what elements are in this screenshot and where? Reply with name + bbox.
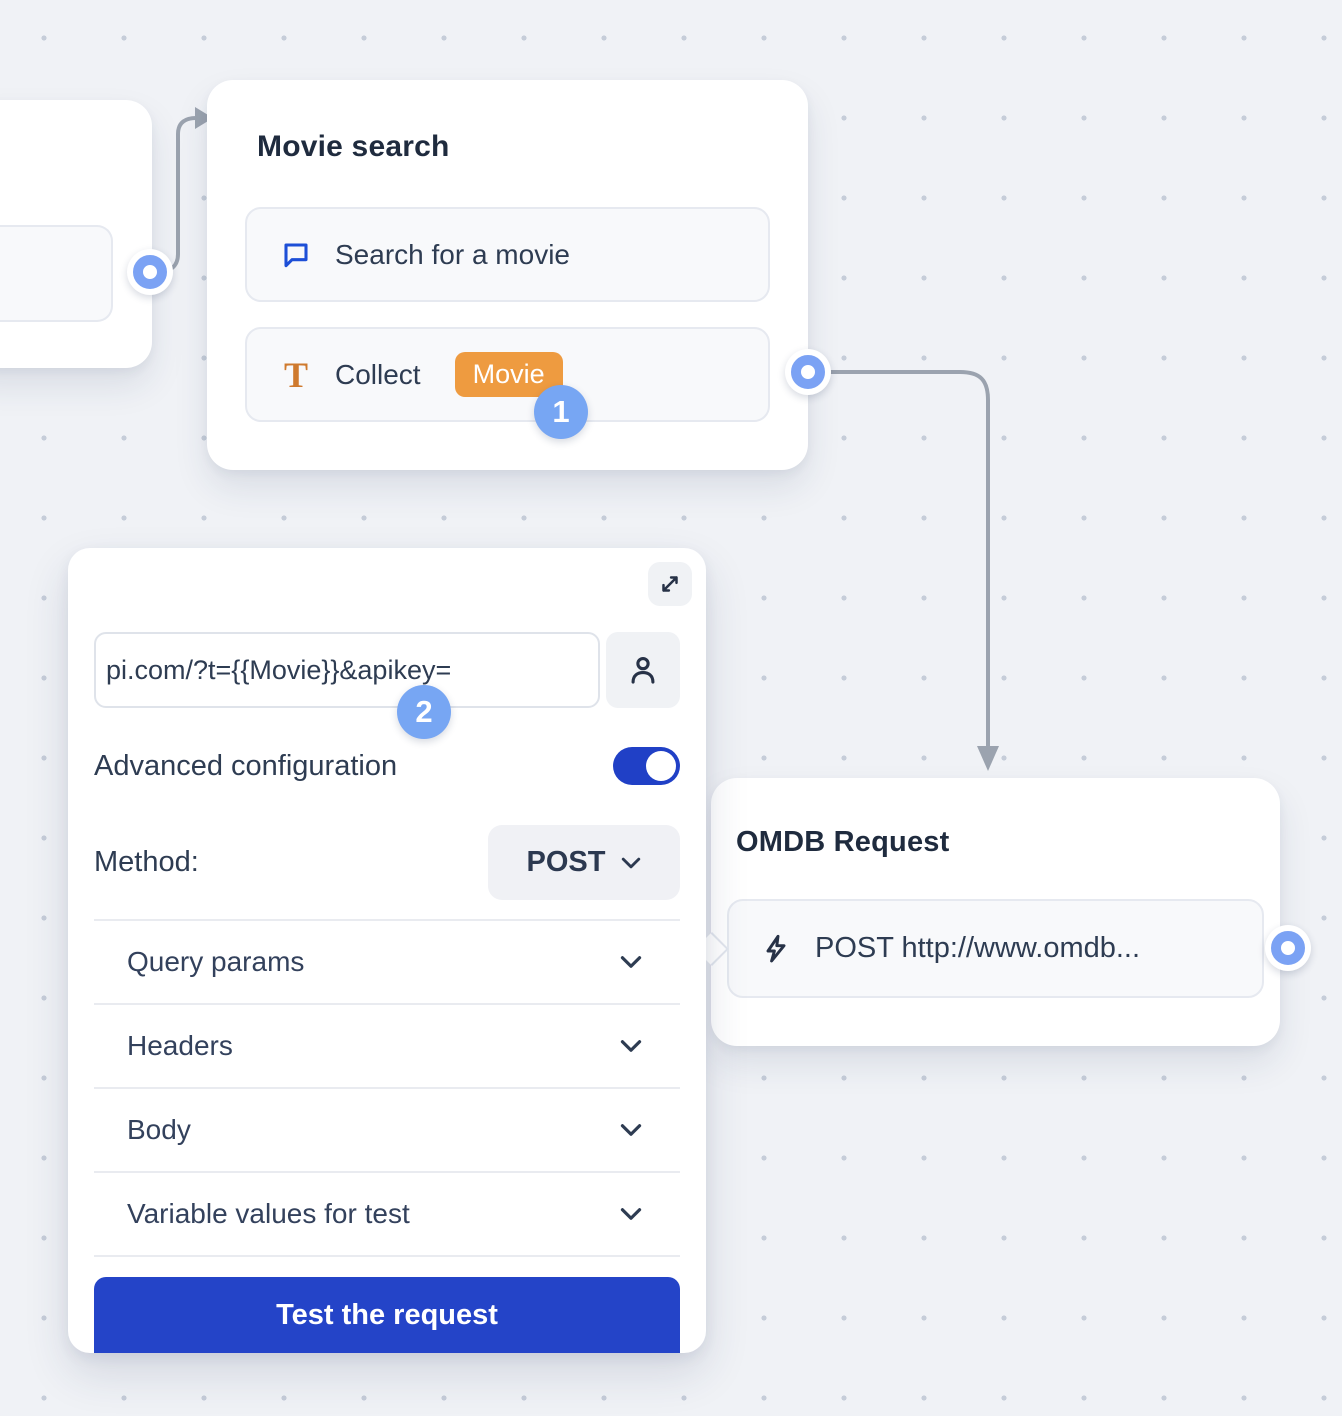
chevron-down-icon bbox=[620, 1040, 642, 1052]
toggle-knob bbox=[646, 751, 676, 781]
upstream-output-port[interactable] bbox=[127, 249, 173, 295]
movie-search-node[interactable]: Movie search Search for a movie T Collec… bbox=[207, 80, 808, 470]
text-input-icon: T bbox=[283, 354, 308, 395]
arrowhead-down-icon bbox=[977, 746, 999, 771]
advanced-configuration-row: Advanced configuration bbox=[94, 747, 680, 785]
omdb-request-node[interactable]: OMDB Request POST http://www.omdb... bbox=[711, 778, 1280, 1046]
method-label: Method: bbox=[94, 846, 199, 878]
lightning-icon bbox=[759, 932, 793, 966]
url-input[interactable] bbox=[94, 632, 600, 708]
method-select[interactable]: POST bbox=[488, 825, 680, 900]
advanced-config-toggle[interactable] bbox=[613, 747, 680, 785]
advanced-configuration-label: Advanced configuration bbox=[94, 749, 398, 782]
chevron-down-icon bbox=[620, 1124, 642, 1136]
section-variable-values[interactable]: Variable values for test bbox=[94, 1173, 680, 1257]
section-label: Variable values for test bbox=[127, 1198, 410, 1229]
chevron-down-icon bbox=[622, 857, 641, 868]
accordion-sections: Query params Headers Body Variable value… bbox=[94, 919, 680, 1257]
url-row bbox=[94, 632, 680, 708]
connector-upstream-to-movie bbox=[156, 116, 199, 274]
user-icon bbox=[631, 656, 655, 684]
chat-bubble-icon bbox=[279, 238, 313, 272]
section-label: Headers bbox=[127, 1030, 233, 1061]
step-badge-2: 2 bbox=[397, 685, 451, 739]
webhook-config-panel: Advanced configuration Method: POST Quer… bbox=[68, 548, 706, 1353]
method-value: POST bbox=[526, 846, 606, 878]
item-label: Search for a movie bbox=[335, 238, 570, 270]
arrowhead-right-icon bbox=[195, 107, 213, 129]
section-query-params[interactable]: Query params bbox=[94, 921, 680, 1005]
test-request-button[interactable]: Test the request bbox=[94, 1277, 680, 1353]
say-message-item[interactable]: Search for a movie bbox=[245, 207, 770, 302]
item-label: Collect bbox=[335, 358, 421, 390]
webhook-request-item[interactable]: POST http://www.omdb... bbox=[727, 899, 1264, 998]
collect-input-item[interactable]: T Collect Movie bbox=[245, 327, 770, 422]
section-headers[interactable]: Headers bbox=[94, 1005, 680, 1089]
upstream-node-card[interactable] bbox=[0, 100, 152, 368]
expand-button[interactable] bbox=[648, 562, 692, 606]
upstream-node-item[interactable] bbox=[0, 225, 113, 322]
section-label: Body bbox=[127, 1114, 191, 1145]
method-row: Method: POST bbox=[94, 825, 680, 900]
item-label: POST http://www.omdb... bbox=[815, 932, 1141, 964]
variable-badge[interactable]: Movie bbox=[454, 352, 563, 397]
chevron-down-icon bbox=[620, 956, 642, 968]
section-label: Query params bbox=[127, 946, 305, 977]
step-badge-1: 1 bbox=[534, 385, 588, 439]
expand-icon bbox=[662, 576, 678, 592]
section-body[interactable]: Body bbox=[94, 1089, 680, 1173]
omdb-output-port[interactable] bbox=[1265, 925, 1311, 971]
movie-search-output-port[interactable] bbox=[785, 349, 831, 395]
connector-movie-to-omdb bbox=[814, 370, 990, 750]
user-variable-button[interactable] bbox=[606, 632, 680, 708]
chevron-down-icon bbox=[620, 1208, 642, 1220]
node-title: OMDB Request bbox=[736, 826, 950, 858]
node-title: Movie search bbox=[257, 130, 450, 163]
